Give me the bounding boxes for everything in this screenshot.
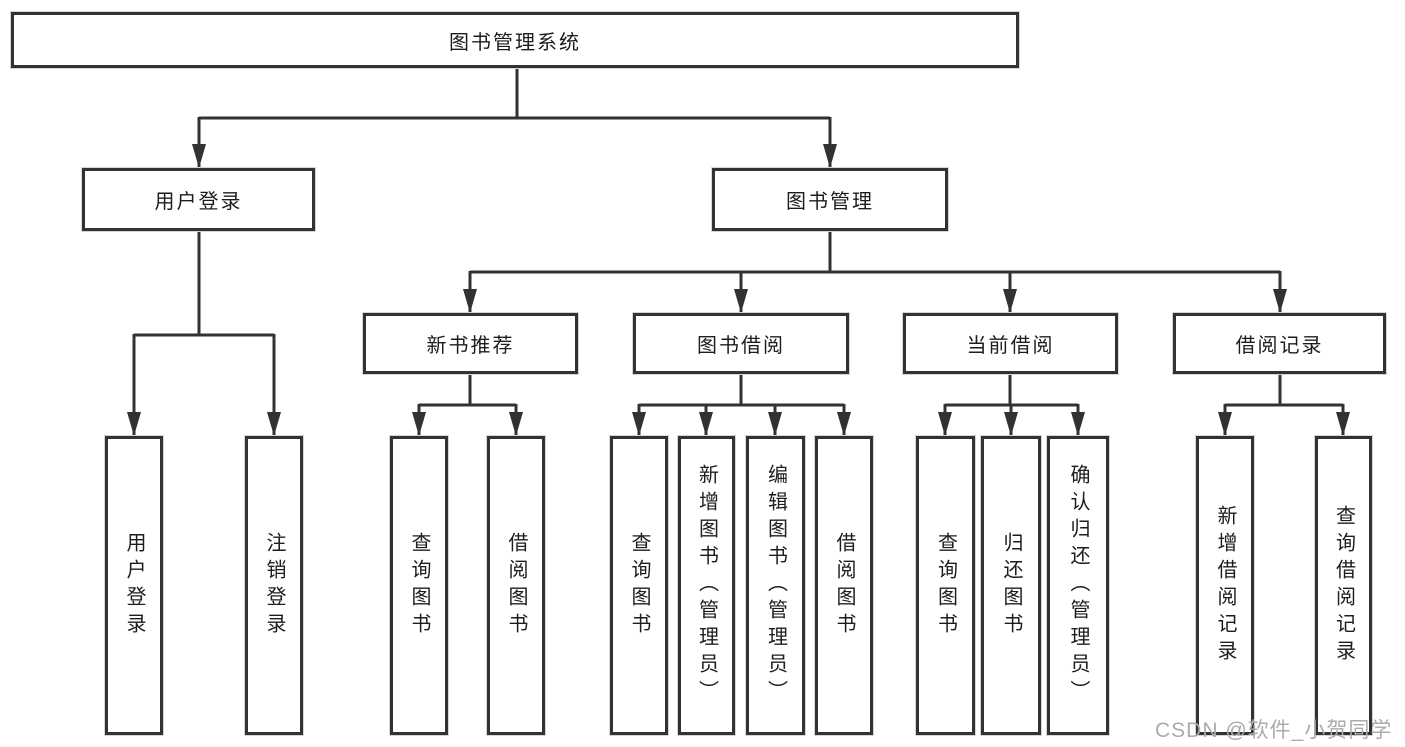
node-label: 查询图书 [408,531,430,640]
leaf-search-books-current: 查询图书 [916,436,975,735]
leaf-confirm-return-admin: 确认归还（管理员） [1047,436,1109,735]
leaf-search-books-recommend: 查询图书 [390,436,448,735]
leaf-logout: 注销登录 [245,436,303,735]
node-label: 注销登录 [263,531,285,640]
node-label: 用户登录 [123,531,145,640]
node-book-borrow: 图书借阅 [633,313,849,374]
leaf-add-borrow-record: 新增借阅记录 [1196,436,1254,735]
node-label: 查询图书 [934,531,957,640]
node-label: 借阅记录 [1235,335,1324,357]
node-user-login: 用户登录 [82,168,315,231]
node-label: 借阅图书 [833,531,855,640]
node-label: 确认归还（管理员） [1067,464,1089,707]
leaf-return-books: 归还图书 [981,436,1041,735]
leaf-user-login: 用户登录 [105,436,163,735]
node-book-management: 图书管理 [712,168,948,231]
leaf-borrow-books-recommend: 借阅图书 [487,436,545,735]
node-label: 当前借阅 [966,335,1055,357]
node-label: 新书推荐 [426,335,515,357]
node-borrow-records: 借阅记录 [1173,313,1386,374]
node-new-book-recommend: 新书推荐 [363,313,578,374]
node-label: 用户登录 [154,191,243,213]
node-root: 图书管理系统 [11,12,1019,68]
leaf-search-borrow-record: 查询借阅记录 [1315,436,1372,735]
node-label: 借阅图书 [505,531,527,640]
node-label: 图书管理系统 [449,31,581,54]
node-label: 新增借阅记录 [1214,504,1236,667]
node-label: 新增图书（管理员） [695,464,718,707]
node-label: 查询借阅记录 [1332,504,1355,667]
leaf-add-books-admin: 新增图书（管理员） [678,436,735,735]
node-label: 归还图书 [1000,531,1022,640]
node-label: 图书管理 [786,191,874,213]
leaf-edit-books-admin: 编辑图书（管理员） [746,436,805,735]
node-current-borrow: 当前借阅 [903,313,1118,374]
watermark: CSDN @软件_小贺同学 [1155,719,1393,742]
leaf-borrow-books: 借阅图书 [815,436,873,735]
leaf-search-books-borrow: 查询图书 [610,436,668,735]
node-label: 编辑图书（管理员） [764,464,787,707]
node-label: 图书借阅 [697,335,785,357]
node-label: 查询图书 [628,531,650,640]
